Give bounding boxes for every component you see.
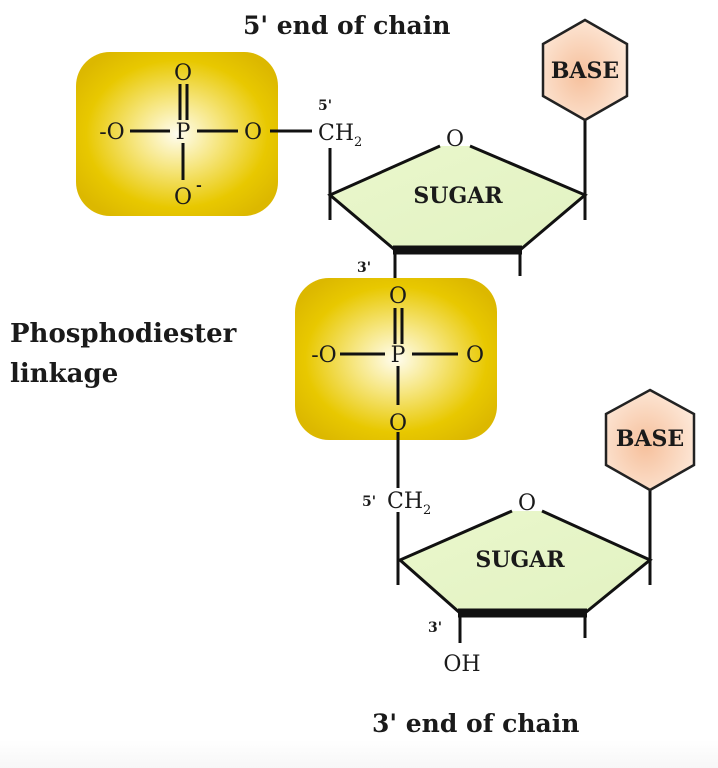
sugar-label-top: SUGAR — [413, 183, 503, 209]
ring-oxygen-bottom: O — [518, 491, 536, 516]
sugar-ring-bottom — [400, 511, 650, 613]
base-label-bottom: BASE — [616, 426, 684, 452]
phosphorus-top: P — [176, 120, 191, 145]
phosphorus-middle: P — [391, 343, 406, 368]
ring-oxygen-top: O — [446, 127, 464, 152]
c5-label-bottom: 5' — [362, 494, 376, 510]
oxygen-bottom-top: O — [174, 185, 192, 210]
base-hexagon-top — [541, 18, 629, 122]
sugar-label-bottom: SUGAR — [475, 547, 565, 573]
sugar-ring-top — [330, 146, 585, 250]
phosphodiester-label-line1: Phosphodiester — [10, 319, 237, 349]
c5-label-top: 5' — [318, 98, 332, 114]
oxygen-ester-middle: O — [389, 411, 407, 436]
hydroxyl-3prime: OH — [443, 652, 480, 677]
oxygen-double-bond-top: O — [174, 61, 192, 86]
base-label-top: BASE — [551, 58, 619, 84]
phosphate-box-middle — [295, 278, 497, 440]
oxygen-charge-top: - — [196, 178, 202, 194]
phosphodiester-label-line2: linkage — [10, 359, 118, 389]
oxygen-right-middle: O — [466, 343, 484, 368]
five-prime-end-label: 5' end of chain — [243, 11, 450, 40]
phosphate-group-top: O P -O O O - — [76, 52, 312, 216]
three-prime-end-label: 3' end of chain — [372, 709, 579, 738]
nucleotide-top: 5' CH2 O SUGAR BASE 3' — [318, 18, 629, 282]
phosphate-group-middle: O P -O O O — [295, 278, 497, 488]
c3-label-bottom: 3' — [428, 620, 442, 636]
ch2-bottom: CH2 — [387, 489, 431, 518]
oxygen-left-middle: -O — [311, 343, 336, 368]
base-hexagon-bottom — [604, 388, 696, 492]
oxygen-ester-top: O — [244, 120, 262, 145]
c3-label-top: 3' — [357, 260, 371, 276]
oxygen-left-top: -O — [99, 120, 124, 145]
nucleotide-bottom: 5' CH2 O SUGAR BASE 3' OH — [362, 388, 696, 677]
oxygen-double-bond-middle: O — [389, 284, 407, 309]
ch2-top: CH2 — [318, 121, 362, 150]
phosphate-box-top — [76, 52, 278, 216]
